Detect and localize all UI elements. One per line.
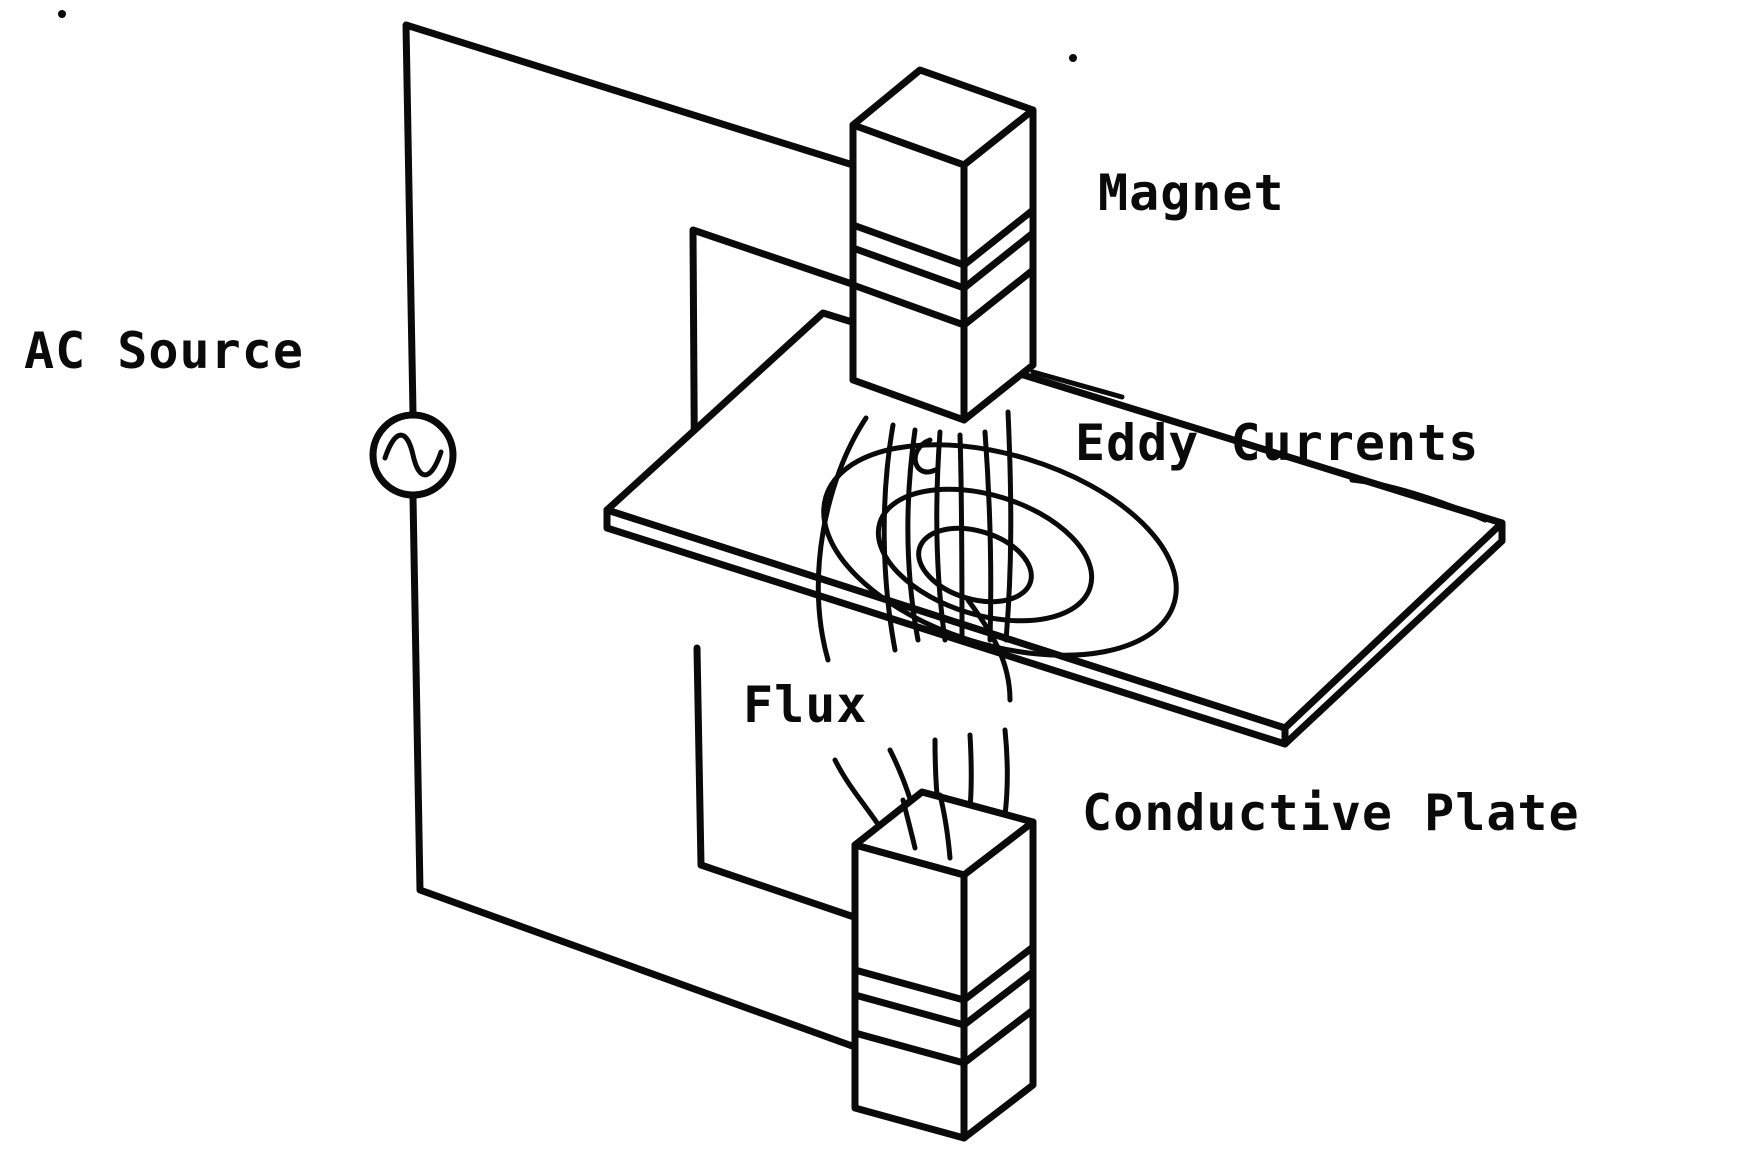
ac-source-circuit: [402, 21, 859, 1051]
lower-lead-wire: [409, 493, 859, 1051]
eddy-currents-leader: [1030, 369, 1125, 400]
lower-coil-band-2-side: [960, 968, 1037, 1029]
yoke-lower-arm: [693, 644, 861, 922]
upper-coil-band-3: [849, 281, 968, 329]
eddy-loop-inner: [916, 525, 1034, 605]
upper-coil-band-3-side: [960, 266, 1037, 329]
flux-lines-lower-ends: [900, 792, 953, 861]
lower-coil-band-3-side: [960, 1006, 1037, 1067]
flux-line-3: [905, 427, 921, 643]
sine-wave-circle-icon: [369, 411, 457, 499]
flux-line-14: [1002, 727, 1010, 818]
flux-lines: [815, 409, 1014, 853]
magnet-label: Magnet: [1098, 164, 1285, 222]
upper-coil-band-2: [849, 244, 968, 292]
eddy-currents-label: Eddy Currents: [1075, 414, 1480, 472]
leader-lines: [1030, 369, 1488, 523]
plate-side-edge: [1281, 519, 1506, 748]
lower-coil-band-1: [851, 966, 968, 1004]
lower-coil-band-3: [851, 1029, 968, 1067]
lower-magnet-front: [851, 841, 968, 1142]
upper-coil-band-1-side: [960, 206, 1037, 269]
lower-magnet-pole: [851, 788, 1037, 1142]
flux-line-end-1: [900, 797, 918, 851]
flux-line-7: [1003, 409, 1014, 643]
flux-line-8: [912, 437, 938, 475]
upper-coil-band-1: [849, 221, 968, 269]
upper-lead-wire: [402, 21, 857, 417]
upper-coil-band-2-side: [960, 229, 1037, 292]
flux-line-end-2: [937, 792, 953, 861]
flux-line-1: [815, 415, 869, 663]
flux-line-9: [965, 597, 1013, 703]
lower-coil-band-1-side: [960, 943, 1037, 1004]
flux-line-2: [881, 422, 898, 653]
ac-source-label: AC Source: [24, 322, 304, 380]
conductive-plate-leader: [1349, 477, 1488, 523]
upper-magnet-pole: [849, 66, 1037, 424]
eddy-loop-outer: [821, 442, 1179, 658]
scan-specks: [58, 10, 1077, 62]
lower-magnet-side: [960, 818, 1037, 1142]
conductive-plate-label: Conductive Plate: [1082, 784, 1580, 842]
flux-line-6: [982, 429, 994, 643]
upper-magnet-front: [849, 121, 968, 424]
flux-label: Flux: [743, 676, 868, 734]
lower-coil-band-2: [851, 991, 968, 1029]
eddy-loop-middle: [875, 486, 1095, 624]
upper-magnet-side: [960, 106, 1037, 424]
eddy-current-loops: [821, 442, 1179, 658]
flux-line-4: [934, 429, 948, 643]
flux-line-5: [957, 432, 965, 643]
